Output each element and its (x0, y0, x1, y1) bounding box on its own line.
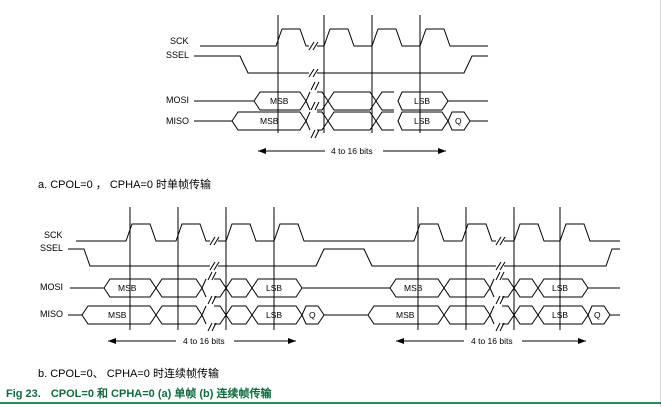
figure-bottom-rule (0, 402, 661, 404)
miso-label-a: MISO (166, 116, 189, 126)
span-arrow-b1: 4 to 16 bits (108, 336, 296, 346)
miso-msb-b1: MSB (108, 310, 127, 320)
span-label-b2: 4 to 16 bits (471, 336, 513, 346)
span-arrow-a: 4 to 16 bits (258, 146, 446, 156)
miso-q-b1: Q (309, 310, 316, 320)
mosi-msb-b1: MSB (118, 283, 137, 293)
figure-title: CPOL=0 和 CPHA=0 (a) 单帧 (b) 连续帧传输 (50, 388, 272, 400)
vertical-guides-b (129, 207, 561, 330)
miso-msb-a: MSB (260, 116, 279, 126)
sck-label-a: SCK (170, 36, 189, 46)
miso-label-b: MISO (40, 309, 63, 319)
diagram-b: SCK SSEL MOSI MISO (40, 207, 620, 346)
miso-waveform-b (76, 305, 620, 325)
ssel-waveform-b (76, 248, 620, 267)
miso-waveform-a (200, 111, 488, 131)
mosi-msb-b2: MSB (404, 283, 423, 293)
break-marks-a (308, 41, 320, 139)
mosi-lsb-b2: LSB (552, 283, 568, 293)
miso-q-b2: Q (594, 310, 601, 320)
miso-lsb-b1: LSB (266, 310, 282, 320)
sck-label-b: SCK (44, 230, 63, 240)
miso-q-a: Q (455, 116, 462, 126)
break-marks-b (207, 236, 506, 332)
figure-number: Fig 23. (6, 388, 41, 400)
mosi-lsb-a: LSB (414, 96, 430, 106)
ssel-label-a: SSEL (166, 50, 189, 60)
ssel-waveform-a (200, 55, 488, 74)
mosi-waveform-a (202, 91, 488, 111)
mosi-label-b: MOSI (40, 282, 63, 292)
sck-waveform-a (200, 28, 488, 47)
span-label-a: 4 to 16 bits (331, 146, 373, 156)
mosi-lsb-b1: LSB (266, 283, 282, 293)
sck-waveform-b (76, 223, 620, 242)
mosi-msb-a: MSB (270, 96, 289, 106)
vertical-guides-a (277, 15, 421, 133)
caption-b: b. CPOL=0、 CPHA=0 时连续帧传输 (38, 368, 219, 380)
span-label-b1: 4 to 16 bits (183, 336, 225, 346)
miso-msb-b2: MSB (396, 310, 415, 320)
miso-lsb-a: LSB (414, 116, 430, 126)
diagram-a: SCK SSEL MOSI MISO (166, 15, 488, 156)
ssel-label-b: SSEL (40, 243, 63, 253)
mosi-waveform-b (80, 278, 620, 298)
mosi-label-a: MOSI (166, 95, 189, 105)
caption-a: a. CPOL=0 ， CPHA=0 时单帧传输 (38, 179, 211, 191)
miso-lsb-b2: LSB (552, 310, 568, 320)
figure-caption: Fig 23. CPOL=0 和 CPHA=0 (a) 单帧 (b) 连续帧传输 (6, 385, 281, 401)
span-arrow-b2: 4 to 16 bits (396, 336, 586, 346)
